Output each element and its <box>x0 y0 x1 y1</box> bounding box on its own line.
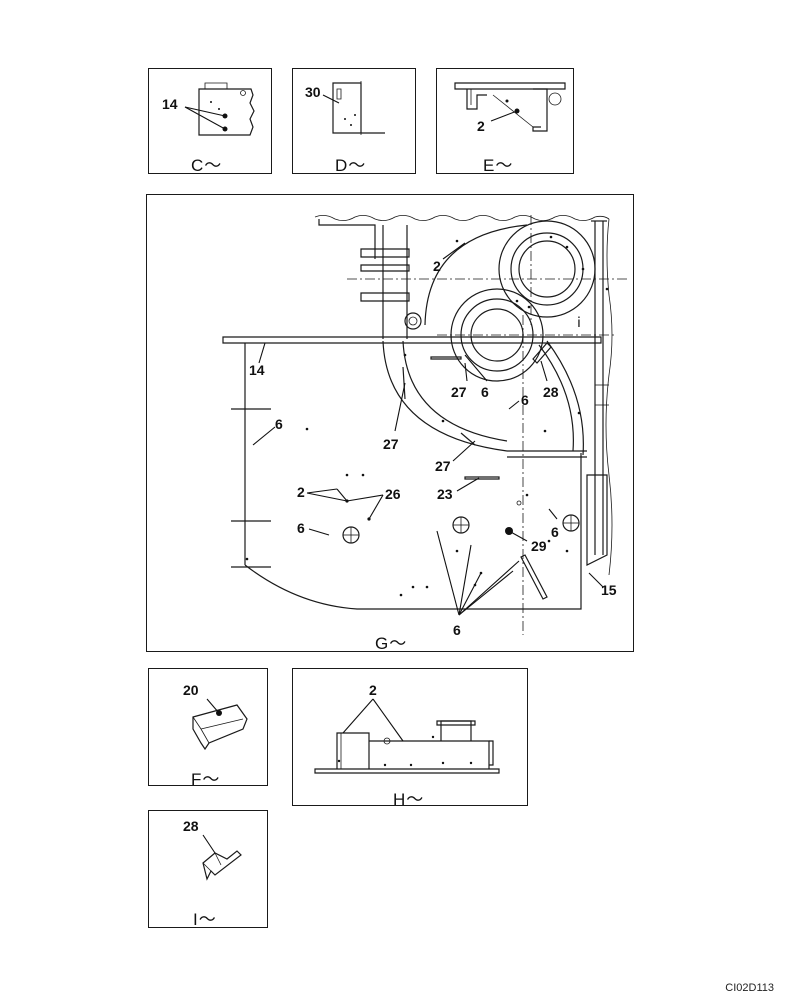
callout-g-2-top: 2 <box>433 258 441 274</box>
callout-g-6-a: 6 <box>481 384 489 400</box>
view-h-label: H～ <box>393 790 425 809</box>
callout-g-6-c: 6 <box>275 416 283 432</box>
callout-i-28: 28 <box>183 818 199 834</box>
view-i-drawing <box>202 834 242 881</box>
view-h-drawing <box>314 698 500 774</box>
callout-g-29: 29 <box>531 538 547 554</box>
callout-d-30: 30 <box>305 84 321 100</box>
callout-g-i: ⅰ <box>577 314 581 330</box>
view-f-panel: 20 F～ <box>148 668 268 789</box>
view-i-label: I～ <box>193 910 217 929</box>
callout-g-27-a: 27 <box>451 384 467 400</box>
callout-g-28: 28 <box>543 384 559 400</box>
callout-g-23: 23 <box>437 486 453 502</box>
callout-e-2: 2 <box>477 118 485 134</box>
view-c-drawing <box>184 82 255 136</box>
callout-g-27-b: 27 <box>383 436 399 452</box>
view-g-panel: 2 14 27 6 28 6 6 27 27 2 26 23 6 6 29 15… <box>146 194 634 653</box>
view-h-panel: 2 H～ <box>292 668 528 809</box>
view-e-drawing <box>454 82 566 132</box>
view-g-label: G～ <box>375 634 408 653</box>
callout-g-6-d: 6 <box>297 520 305 536</box>
view-d-panel: 30 D～ <box>292 68 416 175</box>
view-c-panel: 14 C～ <box>148 68 272 175</box>
drawing-code: CI02D113 <box>725 982 774 994</box>
callout-f-20: 20 <box>183 682 199 698</box>
view-e-label: E～ <box>483 156 514 175</box>
view-e-panel: 2 E～ <box>436 68 574 175</box>
view-d-drawing <box>322 81 385 135</box>
callout-g-6-b: 6 <box>521 392 529 408</box>
callout-g-15: 15 <box>601 582 617 598</box>
view-c-label: C～ <box>191 156 223 175</box>
callout-g-6-bottom: 6 <box>453 622 461 638</box>
view-f-drawing <box>192 698 248 751</box>
view-g-drawing <box>222 215 627 635</box>
view-i-panel: 28 I～ <box>148 810 268 929</box>
callout-g-6-e: 6 <box>551 524 559 540</box>
view-f-label: F～ <box>191 770 221 789</box>
callout-h-2: 2 <box>369 682 377 698</box>
callout-g-26: 26 <box>385 486 401 502</box>
callout-g-14: 14 <box>249 362 265 378</box>
callout-c-14: 14 <box>162 96 178 112</box>
view-d-label: D～ <box>335 156 367 175</box>
callout-g-2-left: 2 <box>297 484 305 500</box>
callout-g-27-c: 27 <box>435 458 451 474</box>
